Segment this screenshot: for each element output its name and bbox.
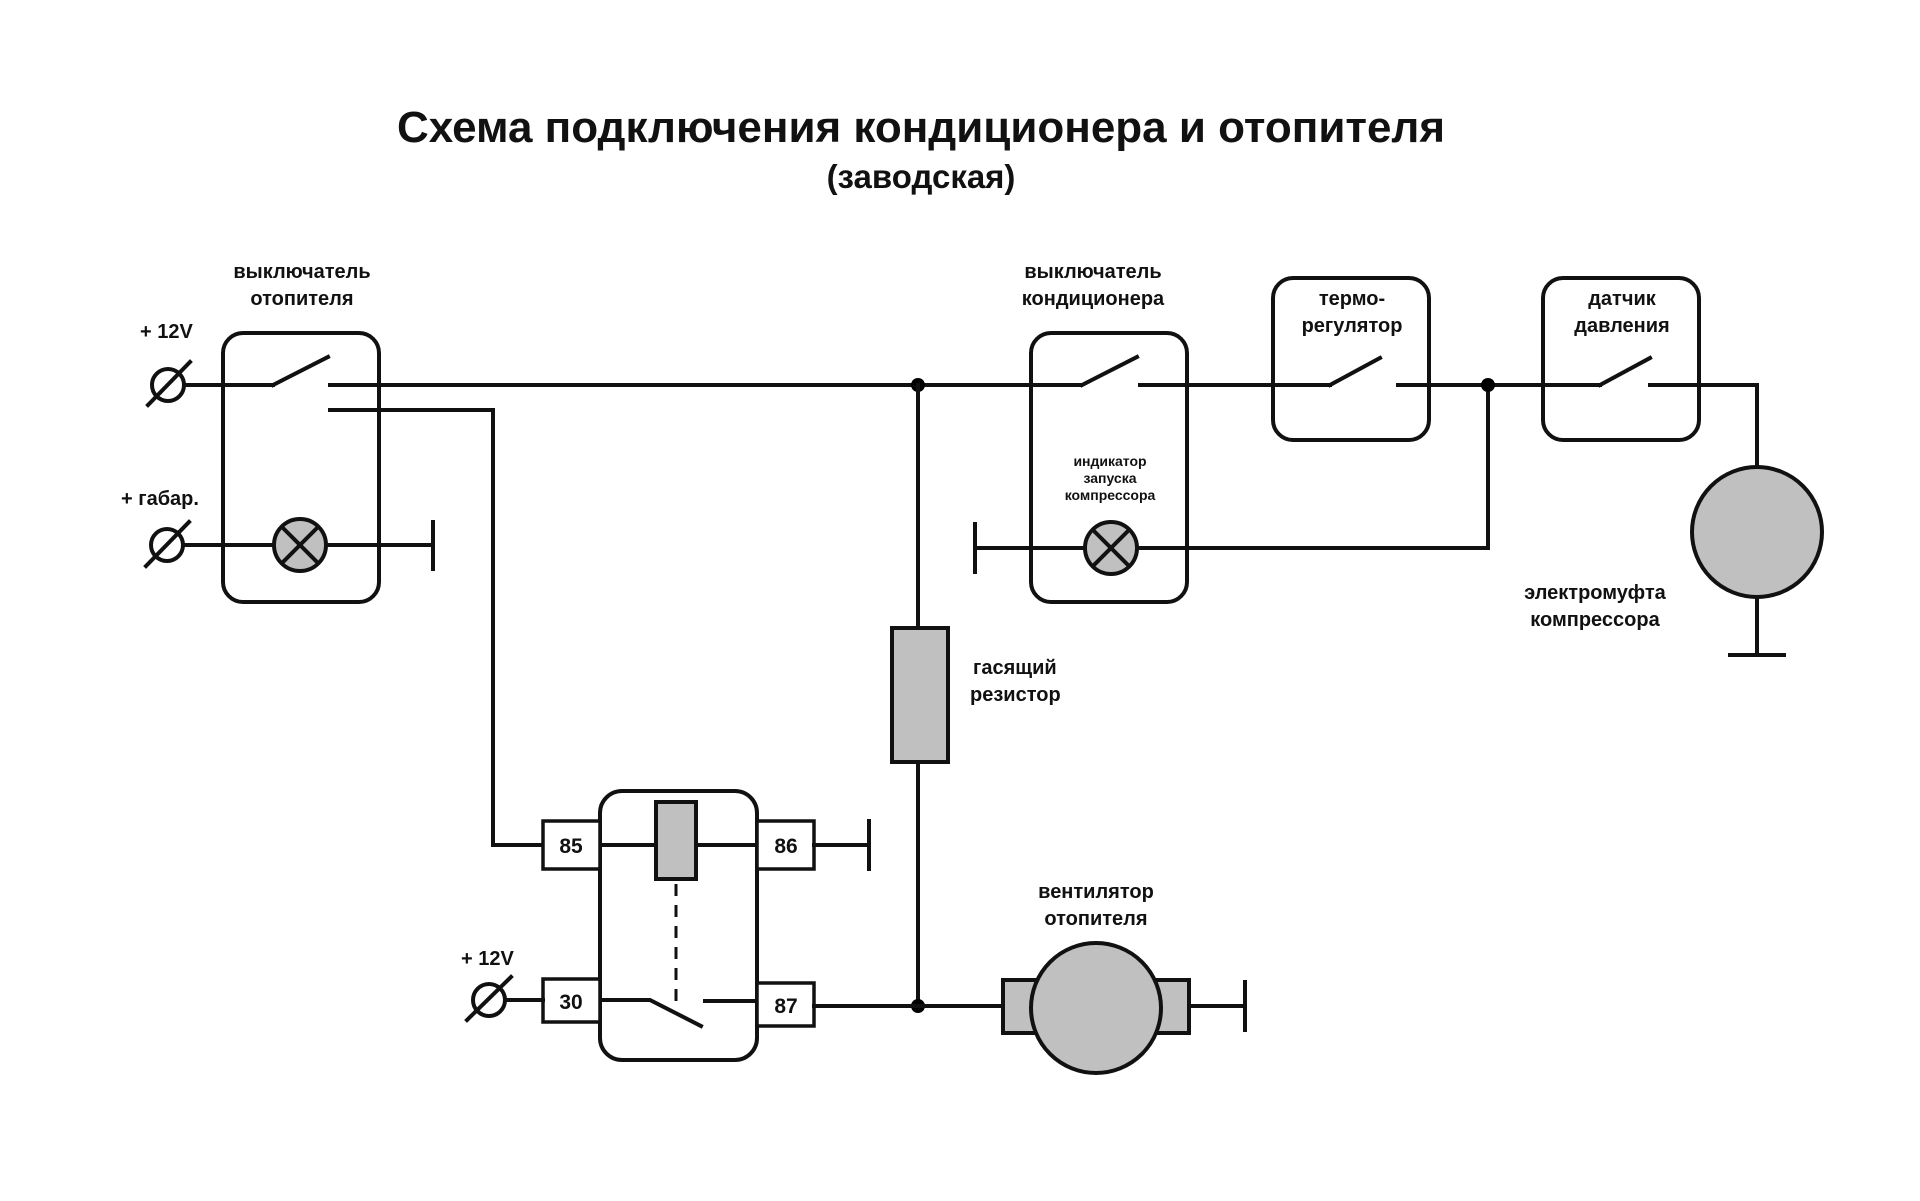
pressure-sensor-label-2: давления: [1574, 315, 1669, 337]
terminal-12v-top-icon: [145, 359, 193, 408]
thermostat-label-1: термо-: [1319, 288, 1385, 310]
clutch-label-1: электромуфта: [1524, 582, 1667, 604]
relay-terminal-86: 86: [755, 819, 816, 871]
heater-switch-housing: [221, 331, 381, 604]
heater-switch-label-1: выключатель: [233, 261, 370, 283]
thermostat-contact: [1327, 355, 1383, 388]
heater-switch-contact: [270, 354, 331, 388]
ac-switch: выключатель кондиционера индикатор запус…: [1022, 261, 1189, 604]
diagram-title: Схема подключения кондиционера и отопите…: [397, 103, 1445, 152]
thermostat-housing: [1271, 276, 1431, 442]
heater-switch: выключатель отопителя: [221, 261, 381, 604]
clutch-label-2: компрессора: [1530, 609, 1660, 631]
ac-switch-housing: [1029, 331, 1189, 604]
ac-switch-contact: [1079, 354, 1140, 388]
compressor-clutch-icon: [1690, 465, 1824, 599]
terminal-30-label: 30: [559, 991, 582, 1014]
terminal-86-label: 86: [774, 835, 797, 858]
relay-coil-icon: [654, 800, 698, 881]
resistor-label-1: гасящий: [973, 657, 1057, 679]
compressor-indicator-lamp-icon: [1083, 520, 1139, 576]
indicator-label-2: запуска: [1083, 470, 1136, 486]
relay-switch-contact: [598, 998, 704, 1029]
supply-12v-top-label: + 12V: [140, 321, 193, 343]
relay-control-wire: [328, 408, 547, 847]
resistor-label-2: резистор: [970, 684, 1061, 706]
indicator-label-3: компрессора: [1065, 487, 1156, 503]
indicator-feed-wire: [1135, 383, 1490, 550]
clutch-feed-wire: [1648, 383, 1759, 468]
ac-switch-label-2: кондиционера: [1022, 288, 1165, 310]
fan-label-2: отопителя: [1044, 908, 1147, 930]
thermostat: термо- регулятор: [1271, 276, 1431, 442]
diagram-subtitle: (заводская): [827, 158, 1016, 195]
ac-switch-label-1: выключатель: [1024, 261, 1161, 283]
pressure-sensor-contact: [1597, 355, 1653, 388]
thermostat-label-2: регулятор: [1302, 315, 1403, 337]
indicator-label-1: индикатор: [1073, 453, 1146, 469]
heater-switch-lamp-icon: [272, 517, 328, 573]
terminal-87-label: 87: [774, 995, 797, 1018]
pressure-sensor-label-1: датчик: [1588, 288, 1657, 310]
pressure-sensor-housing: [1541, 276, 1701, 442]
heater-switch-label-2: отопителя: [250, 288, 353, 310]
fan-label-1: вентилятор: [1038, 881, 1154, 903]
relay-terminal-87: 87: [755, 981, 816, 1028]
relay-housing: [598, 789, 759, 1062]
resistor-icon: [890, 626, 950, 764]
junction-dot: [1481, 378, 1495, 392]
relay-terminal-85: 85: [541, 819, 602, 871]
supply-parking-label: + габар.: [121, 488, 199, 510]
pressure-sensor: датчик давления: [1541, 276, 1701, 442]
heater-fan-motor-icon: [1001, 941, 1191, 1075]
relay-terminal-30: 30: [541, 977, 602, 1024]
supply-12v-relay-label: + 12V: [461, 948, 514, 970]
relay: [598, 789, 759, 1062]
terminal-85-label: 85: [559, 835, 583, 858]
